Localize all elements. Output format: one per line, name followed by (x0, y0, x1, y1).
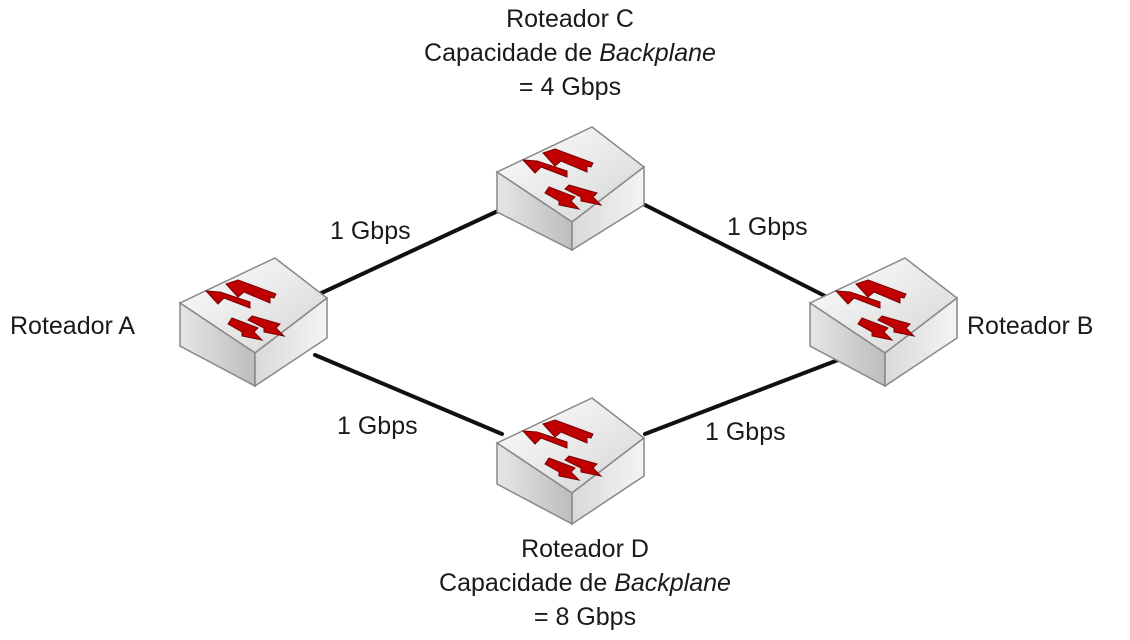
links (313, 203, 840, 436)
router-b-name: Roteador B (967, 312, 1094, 340)
link-a-c-label: 1 Gbps (330, 217, 411, 245)
router-d-capacity-term: Backplane (614, 569, 731, 597)
router-c-icon (495, 126, 646, 252)
router-d-icon (495, 397, 646, 526)
router-a-icon (178, 257, 329, 388)
link-d-b-label: 1 Gbps (705, 418, 786, 446)
router-c-capacity-value: = 4 Gbps (518, 73, 622, 101)
router-d-capacity: Capacidade de Backplane (390, 566, 780, 600)
router-c-capacity-term: Backplane (599, 39, 716, 67)
router-d-label: Roteador D Capacidade de Backplane = 8 G… (390, 532, 780, 634)
link-a-c (313, 208, 502, 298)
router-a-name: Roteador A (10, 312, 136, 340)
router-c-capacity: Capacidade de Backplane (375, 36, 765, 70)
router-d-name: Roteador D (521, 535, 649, 563)
router-c-capacity-prefix: Capacidade de (424, 39, 600, 67)
link-a-d-label: 1 Gbps (337, 412, 418, 440)
link-c-b (643, 203, 827, 298)
router-c-label: Roteador C Capacidade de Backplane = 4 G… (375, 2, 765, 104)
router-d-capacity-value: = 8 Gbps (533, 603, 637, 631)
router-c-name: Roteador C (506, 5, 634, 33)
link-d-b (643, 358, 840, 436)
link-a-d (313, 353, 504, 436)
router-b-icon (808, 257, 959, 388)
link-c-b-label: 1 Gbps (727, 213, 808, 241)
router-d-capacity-prefix: Capacidade de (439, 569, 615, 597)
